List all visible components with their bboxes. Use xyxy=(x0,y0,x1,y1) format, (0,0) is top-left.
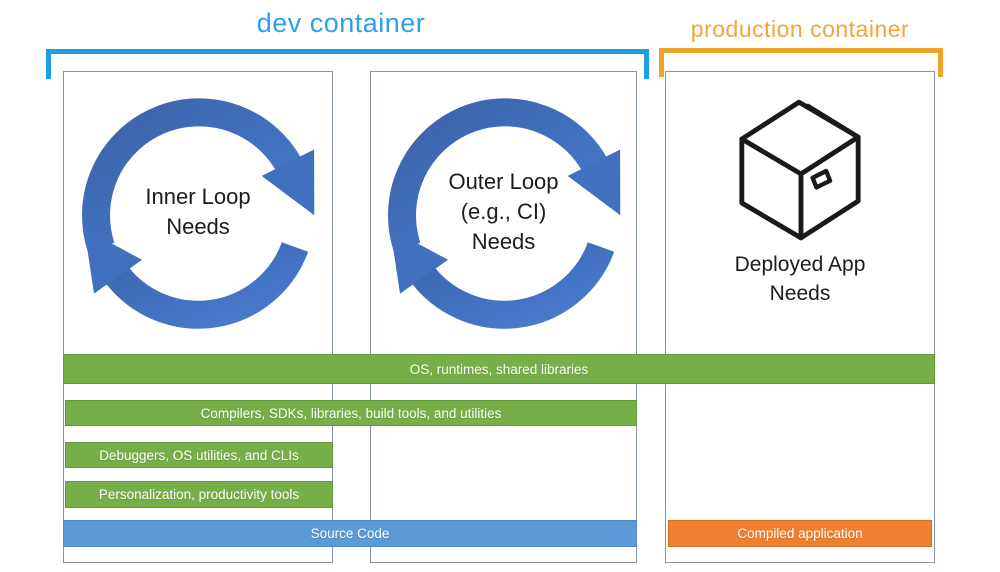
dev-container-title: dev container xyxy=(256,8,426,38)
production-container-bracket xyxy=(659,48,943,77)
dev-container-bracket xyxy=(46,49,649,79)
cycle-arrows-icon xyxy=(387,98,620,329)
deployed-app-label-line2: Needs xyxy=(769,282,831,306)
layer-bar-compiled-application-label: Compiled application xyxy=(737,526,863,541)
layer-bar-personalization: Personalization, productivity tools xyxy=(65,481,333,508)
outer-loop-label-line3: Needs xyxy=(471,228,536,254)
outer-loop-panel: Outer Loop (e.g., CI) Needs xyxy=(370,71,637,563)
production-container-title: production container xyxy=(690,16,910,42)
layer-bar-os-runtimes-label: OS, runtimes, shared libraries xyxy=(409,361,589,377)
inner-loop-label: Inner Loop Needs xyxy=(78,92,318,332)
layer-bar-personalization-label: Personalization, productivity tools xyxy=(98,487,300,502)
inner-loop-graphic: Inner Loop Needs xyxy=(78,92,318,332)
outer-loop-label-line2: (e.g., CI) xyxy=(460,199,547,225)
layer-bar-compilers: Compilers, SDKs, libraries, build tools,… xyxy=(65,400,637,426)
layer-bar-source-code-label: Source Code xyxy=(310,526,390,541)
layer-bar-compilers-label: Compilers, SDKs, libraries, build tools,… xyxy=(200,405,502,421)
outer-loop-label-line1: Outer Loop xyxy=(448,169,559,195)
layer-bar-debuggers-label: Debuggers, OS utilities, and CLIs xyxy=(99,447,299,463)
deployed-app-label: Deployed App Needs xyxy=(666,250,934,309)
deployed-app-panel: Deployed App Needs xyxy=(665,71,935,563)
inner-loop-label-line2: Needs xyxy=(166,214,230,239)
package-box-icon xyxy=(739,99,861,241)
inner-loop-label-line1: Inner Loop xyxy=(145,184,251,210)
layer-bar-debuggers: Debuggers, OS utilities, and CLIs xyxy=(65,442,333,468)
layer-bar-source-code: Source Code xyxy=(63,520,637,547)
deployed-app-label-line1: Deployed App xyxy=(734,253,866,276)
layer-bar-os-runtimes: OS, runtimes, shared libraries xyxy=(63,354,935,384)
outer-loop-graphic: Outer Loop (e.g., CI) Needs xyxy=(384,92,624,332)
outer-loop-label: Outer Loop (e.g., CI) Needs xyxy=(384,92,624,332)
cycle-arrows-icon xyxy=(82,98,315,329)
layer-bar-compiled-application: Compiled application xyxy=(668,520,932,547)
